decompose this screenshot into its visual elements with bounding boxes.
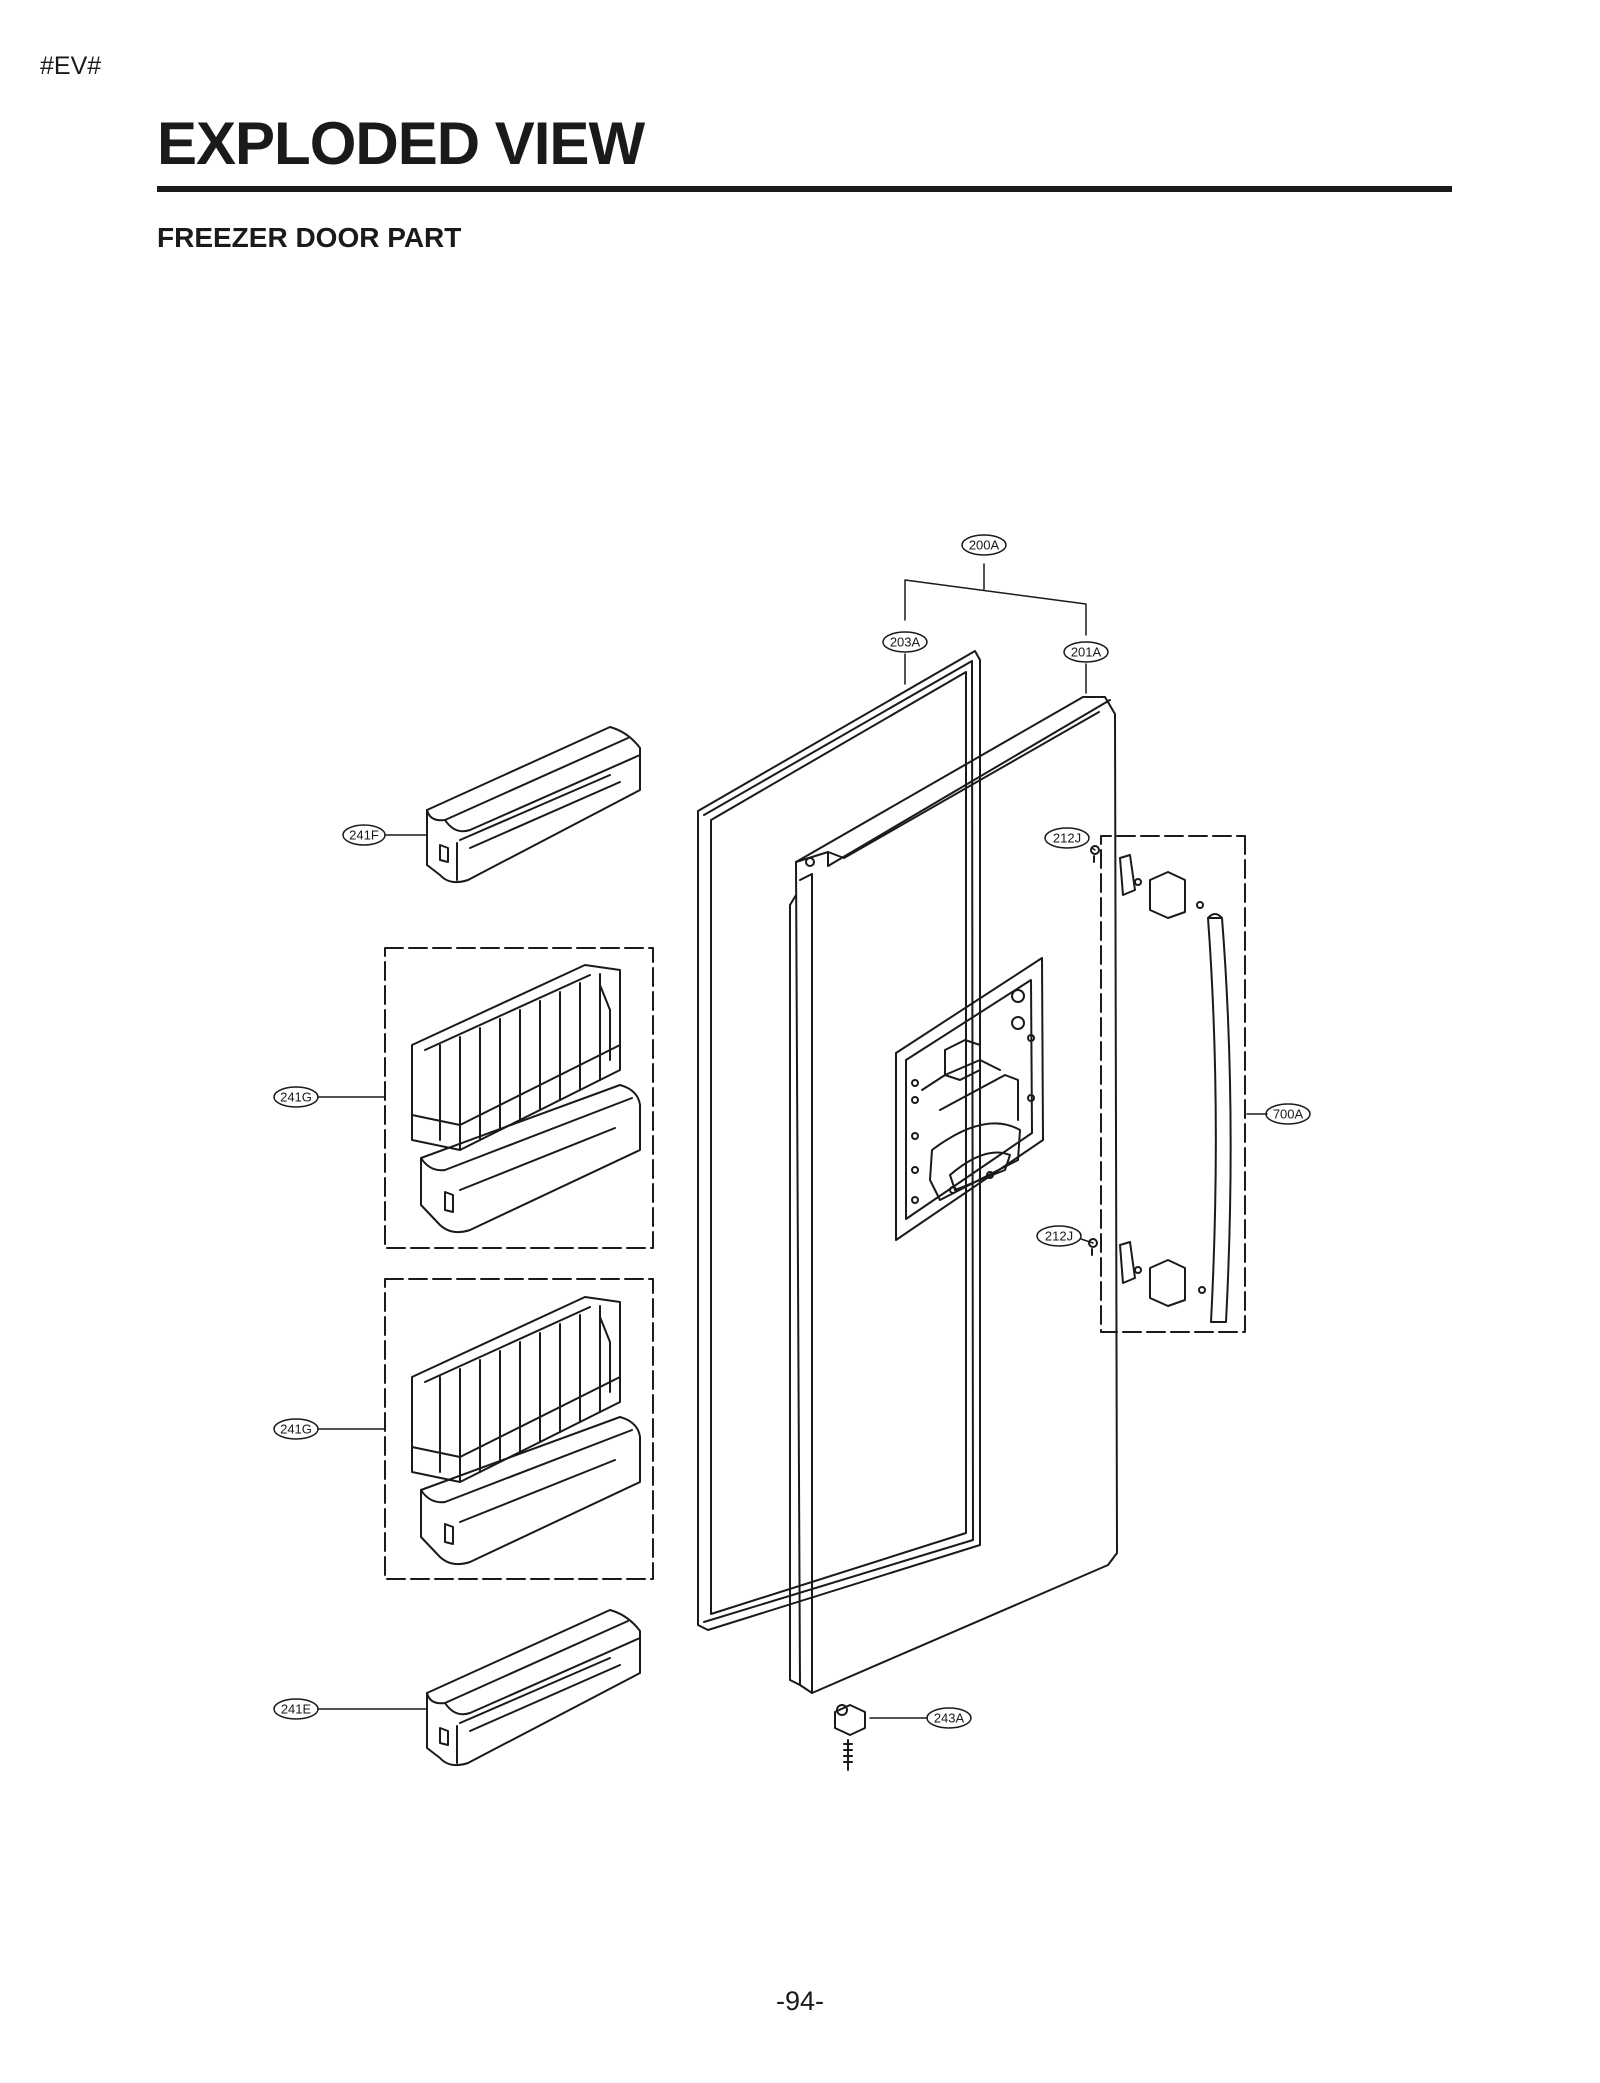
part-label-241F: 241F: [349, 828, 379, 843]
lower-hinge: [834, 1704, 866, 1771]
leader-lines: [317, 563, 1268, 1719]
part-label-ellipses: [273, 534, 1311, 1729]
part-label-241E: 241E: [281, 1702, 312, 1717]
document-tag: #EV#: [40, 52, 102, 80]
part-label-212J-top: 212J: [1053, 831, 1081, 846]
part-label-200A: 200A: [969, 538, 1000, 553]
part-label-241G-bottom: 241G: [280, 1422, 312, 1437]
part-label-243A: 243A: [934, 1711, 965, 1726]
part-label-203A: 203A: [890, 635, 921, 650]
page-number: -94-: [775, 1986, 824, 2016]
part-label-212J-bottom: 212J: [1045, 1229, 1073, 1244]
page-title: EXPLODED VIEW: [157, 110, 645, 177]
part-label-241G-top: 241G: [280, 1090, 312, 1105]
basket-group-top: [384, 947, 654, 1249]
top-door-bin: [426, 726, 641, 884]
part-label-201A: 201A: [1071, 645, 1102, 660]
bottom-door-bin: [426, 1609, 641, 1767]
door-gasket: [697, 650, 981, 1631]
part-label-700A: 700A: [1273, 1107, 1304, 1122]
section-subtitle: FREEZER DOOR PART: [157, 222, 462, 253]
door-body: [789, 696, 1118, 1694]
basket-group-bottom: [384, 1278, 654, 1580]
handle-assembly: [1088, 835, 1246, 1333]
title-rule: [157, 186, 1452, 192]
